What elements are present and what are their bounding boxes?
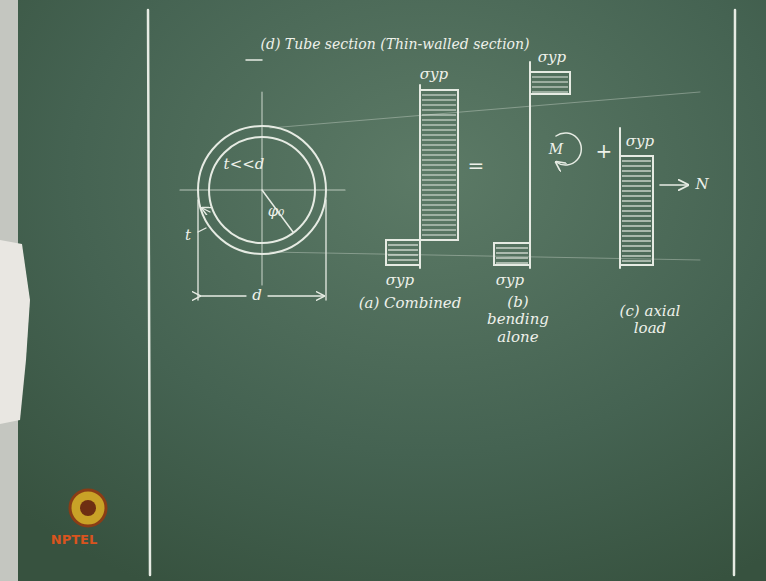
hatching [388, 77, 651, 263]
hatch-line [622, 210, 651, 211]
hatch-line [622, 185, 651, 186]
hatch-line [422, 129, 456, 130]
hatch-line [422, 159, 456, 160]
hatch-line [422, 99, 456, 100]
hatch-line [422, 134, 456, 135]
caption-label: (b) bending alone [478, 294, 558, 346]
hatch-line [622, 180, 651, 181]
logo-text: NPTEL [51, 533, 97, 548]
hatch-line [422, 149, 456, 150]
hatch-line [388, 259, 418, 260]
hatch-line [622, 205, 651, 206]
hatch-line [422, 189, 456, 190]
hatch-line [422, 219, 456, 220]
hatch-line [622, 165, 651, 166]
hatch-line [422, 124, 456, 125]
hatch-line [622, 250, 651, 251]
hatch-line [532, 81, 568, 82]
hatch-line [388, 249, 418, 250]
hatch-line [622, 225, 651, 226]
hatch-line [622, 160, 651, 161]
hatch-line [622, 200, 651, 201]
hatch-line [422, 174, 456, 175]
hatch-line [422, 224, 456, 225]
hatch-line [422, 94, 456, 95]
hatch-line [422, 104, 456, 105]
hatch-line [622, 175, 651, 176]
hatch-line [388, 254, 418, 255]
hatch-line [622, 245, 651, 246]
stress-label: σyp [386, 272, 414, 289]
hatch-line [422, 214, 456, 215]
hatch-line [422, 194, 456, 195]
chalk-lines [148, 10, 735, 575]
hatch-line [622, 260, 651, 261]
hatch-line [422, 119, 456, 120]
hatch-line [622, 215, 651, 216]
hatch-line [622, 190, 651, 191]
hatch-line [422, 204, 456, 205]
hatch-line [422, 139, 456, 140]
hatch-line [422, 184, 456, 185]
hatch-line [622, 230, 651, 231]
hatch-line [622, 195, 651, 196]
hatch-line [422, 234, 456, 235]
hatch-line [388, 244, 418, 245]
hatch-line [532, 76, 568, 77]
hatch-line [422, 109, 456, 110]
stress-label: σyp [626, 133, 654, 150]
presenter-arm [0, 240, 30, 424]
operator: = [468, 155, 485, 178]
hatch-line [422, 199, 456, 200]
hatch-line [496, 247, 528, 248]
board [18, 0, 766, 581]
stress-label: σyp [538, 49, 566, 66]
caption-label: (c) axial load [615, 303, 685, 338]
hatch-line [622, 220, 651, 221]
hatch-line [422, 229, 456, 230]
dimension-label: d [252, 287, 262, 304]
hatch-line [422, 164, 456, 165]
hatch-line [496, 252, 528, 253]
angle-label: φ₀ [268, 203, 285, 220]
hatch-line [622, 235, 651, 236]
hatch-line [422, 169, 456, 170]
caption-label: (a) Combined [359, 295, 462, 312]
thickness-label: t [185, 227, 191, 244]
hatch-line [422, 154, 456, 155]
dimension-note: t<<d [224, 156, 265, 173]
stress-label: σyp [420, 66, 448, 83]
stress-label: σyp [496, 272, 524, 289]
hatch-line [496, 257, 528, 258]
moment-label: M [549, 141, 563, 157]
hatch-line [622, 240, 651, 241]
hatch-line [422, 209, 456, 210]
hatch-line [422, 144, 456, 145]
hatch-line [532, 91, 568, 92]
hatch-line [622, 255, 651, 256]
hatch-line [496, 262, 528, 263]
hatch-line [622, 170, 651, 171]
hatch-line [422, 114, 456, 115]
hatch-line [422, 179, 456, 180]
hatch-line [532, 86, 568, 87]
board-heading: (d) Tube section (Thin-walled section) [260, 36, 529, 52]
nptel-logo [70, 490, 106, 526]
force-label: N [695, 176, 708, 193]
operator: + [596, 140, 613, 163]
